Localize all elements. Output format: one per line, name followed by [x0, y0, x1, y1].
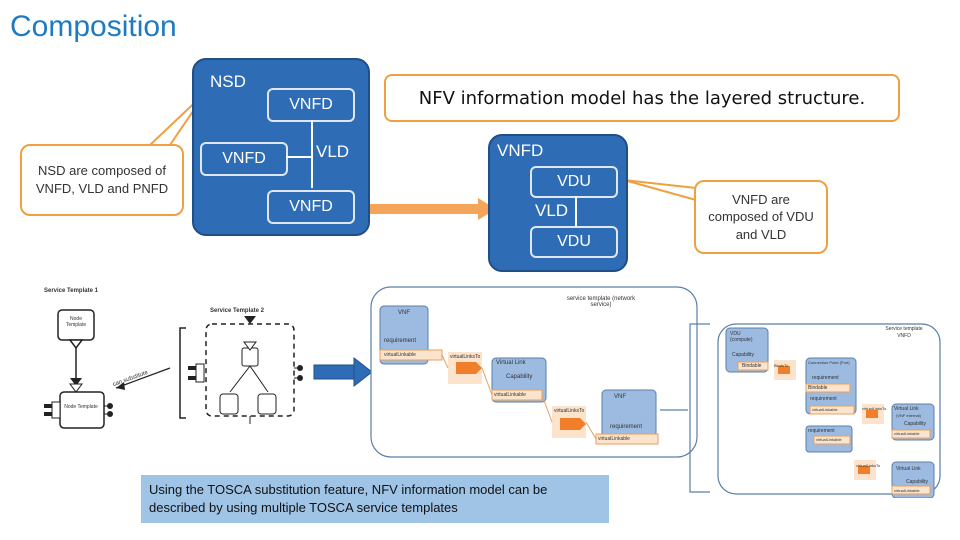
cp-requirement-2: requirement — [810, 396, 837, 402]
vnf1-virtual-linkable: virtualLinkable — [384, 352, 416, 358]
vnf2-label: VNF — [614, 394, 626, 400]
nsd-to-vnfd-arrow-head — [478, 198, 496, 220]
vl2-virtual-linkable: virtualLinkable — [894, 488, 920, 493]
nsd-callout: NSD are composed of VNFD, VLD and PNFD — [20, 144, 184, 216]
st1-label: Service Template 1 — [44, 288, 98, 294]
nsd-vld-lines — [286, 120, 313, 188]
vdu-capability: Capability — [732, 352, 754, 358]
vl-capability: Capability — [506, 374, 533, 380]
nsd-vnfd-bottom: VNFD — [267, 190, 355, 224]
blue-arrow — [313, 356, 373, 388]
links-to-2: virtualLinksTo — [554, 408, 585, 414]
vnfd-st-header-2: VNFD — [897, 333, 911, 339]
vl-virtual-linkable: virtualLinkable — [494, 392, 526, 398]
links-to-1: virtualLinksTo — [450, 354, 481, 360]
ns-template-header: service template (network service) — [566, 296, 636, 308]
vnfd-service-template — [717, 323, 941, 498]
vl2-label: Virtual Link — [896, 466, 921, 472]
bottom-note: Using the TOSCA substitution feature, NF… — [141, 475, 609, 523]
vnfd-bracket — [660, 323, 710, 493]
node-template-top: Node Template — [65, 316, 87, 328]
vl-internal-label: Virtual Link — [894, 406, 919, 412]
binds-to-label: BindsTo — [774, 363, 789, 368]
nsd-vnfd-left: VNFD — [200, 142, 288, 176]
headline-callout: NFV information model has the layered st… — [384, 74, 900, 122]
vl2-capability: Capability — [906, 479, 928, 485]
vnfd-st-header-1: Service template — [885, 326, 923, 332]
st2-label: Service Template 2 — [210, 308, 264, 314]
vdu-compute-label: VDU (compute) — [730, 331, 753, 343]
virtual-link-label: Virtual Link — [496, 360, 526, 366]
virtual-linkable-4: virtualLinkable — [816, 437, 842, 442]
nsd-vld-label: VLD — [316, 142, 350, 161]
vdu-bindable: Bindable — [742, 363, 762, 369]
vnf1-requirement: requirement — [384, 338, 417, 344]
vnf2-requirement: requirement — [610, 424, 643, 430]
vnfd-callout: VNFD are composed of VDU and VLD — [694, 180, 828, 254]
cp-bindable: Bindable — [808, 385, 828, 391]
vnf1-label: VNF — [398, 310, 410, 316]
node-template-bottom: Node Template — [64, 404, 98, 410]
vnfd-vld-line — [575, 196, 577, 226]
cp-virtual-linkable: virtualLinkable — [812, 407, 838, 412]
nsd-to-vnfd-arrow-body — [352, 204, 480, 214]
cp-label: Connection Point (Port) — [808, 360, 850, 365]
cp-requirement: requirement — [812, 375, 839, 381]
page-title: Composition — [10, 10, 177, 43]
vnf2-virtual-linkable: virtualLinkable — [598, 436, 630, 442]
vnfd-callout-pointer — [623, 179, 697, 202]
links-to-right-1: virtualLinksTo — [862, 406, 887, 411]
vnfd-vdu-top: VDU — [530, 166, 618, 198]
requirement-3: requirement — [808, 428, 835, 434]
tosca-substitution-diagram — [44, 309, 303, 429]
vnfd-vdu-bottom: VDU — [530, 226, 618, 258]
nsd-label: NSD — [210, 72, 246, 91]
vnfd-label: VNFD — [497, 141, 544, 160]
links-to-right-2: virtualLinksTo — [856, 463, 881, 468]
vl-internal-capability: Capability — [904, 421, 926, 427]
vl-internal-linkable: virtualLinkable — [894, 431, 920, 436]
vnfd-vld-label: VLD — [535, 201, 569, 220]
vl-internal-sub: (VNF internal) — [896, 413, 921, 418]
network-service-template — [370, 286, 698, 458]
